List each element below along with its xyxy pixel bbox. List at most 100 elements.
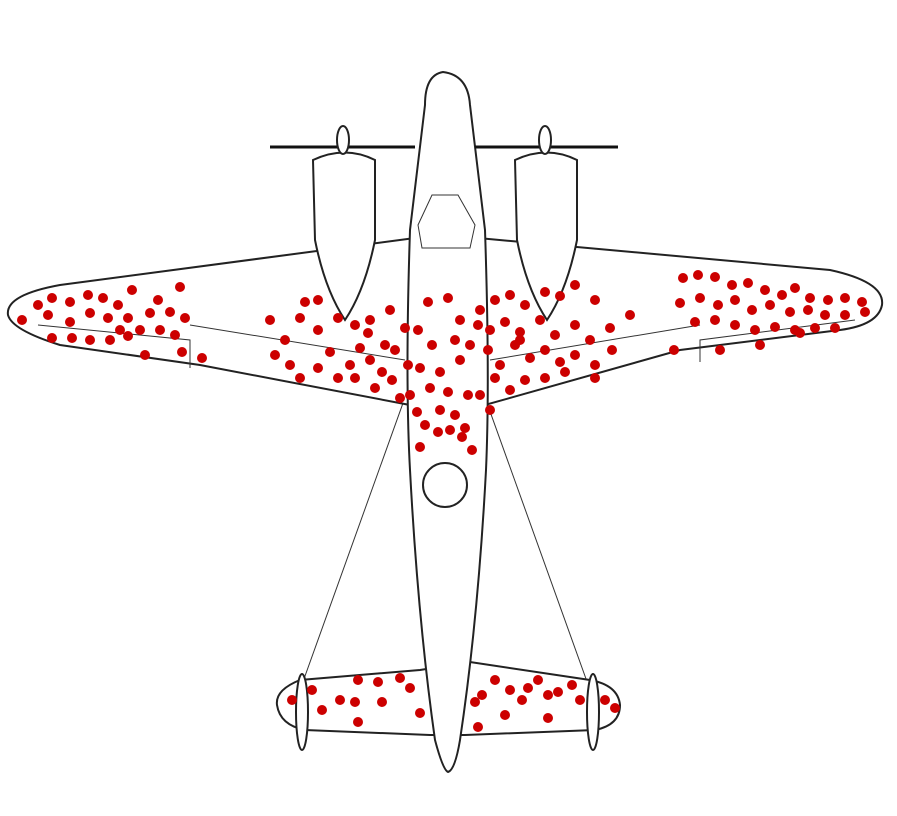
bullet-hit-marker bbox=[505, 685, 515, 695]
bullet-hit-marker bbox=[713, 300, 723, 310]
bullet-hit-marker bbox=[387, 375, 397, 385]
bullet-hit-marker bbox=[350, 373, 360, 383]
bullet-hit-marker bbox=[790, 283, 800, 293]
bullet-hit-marker bbox=[455, 355, 465, 365]
bullet-hit-marker bbox=[860, 307, 870, 317]
bullet-hit-marker bbox=[710, 272, 720, 282]
bullet-hit-marker bbox=[810, 323, 820, 333]
bullet-hit-marker bbox=[470, 697, 480, 707]
bullet-hit-marker bbox=[590, 295, 600, 305]
bullet-hit-marker bbox=[65, 297, 75, 307]
bullet-hit-marker bbox=[85, 308, 95, 318]
bullet-hit-marker bbox=[840, 293, 850, 303]
bullet-hit-marker bbox=[523, 683, 533, 693]
bullet-hit-marker bbox=[123, 313, 133, 323]
bullet-hit-marker bbox=[515, 335, 525, 345]
bullet-hit-marker bbox=[803, 305, 813, 315]
bullet-hit-marker bbox=[490, 675, 500, 685]
bullet-hit-marker bbox=[555, 291, 565, 301]
bullet-hit-marker bbox=[265, 315, 275, 325]
bullet-hit-marker bbox=[600, 695, 610, 705]
bullet-hit-marker bbox=[165, 307, 175, 317]
bullet-hit-marker bbox=[180, 313, 190, 323]
bullet-hit-marker bbox=[490, 295, 500, 305]
bullet-hit-marker bbox=[669, 345, 679, 355]
bullet-hit-marker bbox=[135, 325, 145, 335]
bullet-hit-marker bbox=[355, 343, 365, 353]
bullet-hit-marker bbox=[490, 373, 500, 383]
bullet-hit-marker bbox=[505, 385, 515, 395]
bullet-hit-marker bbox=[445, 425, 455, 435]
bullet-hit-marker bbox=[65, 317, 75, 327]
bullet-hit-marker bbox=[675, 298, 685, 308]
bullet-hit-marker bbox=[795, 328, 805, 338]
bullet-hit-marker bbox=[177, 347, 187, 357]
bullet-hit-marker bbox=[550, 330, 560, 340]
bullet-hit-marker bbox=[520, 375, 530, 385]
bullet-hit-marker bbox=[820, 310, 830, 320]
bullet-hit-marker bbox=[555, 357, 565, 367]
bullet-hit-marker bbox=[415, 363, 425, 373]
bullet-hit-marker bbox=[443, 293, 453, 303]
bullet-hit-marker bbox=[43, 310, 53, 320]
bullet-hit-marker bbox=[170, 330, 180, 340]
bullet-hit-marker bbox=[760, 285, 770, 295]
bullet-hit-marker bbox=[325, 347, 335, 357]
bullet-hit-marker bbox=[785, 307, 795, 317]
bullet-hit-marker bbox=[270, 350, 280, 360]
bullet-hit-marker bbox=[47, 333, 57, 343]
bullet-hit-marker bbox=[570, 280, 580, 290]
bullet-hit-marker bbox=[520, 300, 530, 310]
bullet-hit-marker bbox=[473, 320, 483, 330]
bullet-hit-marker bbox=[575, 695, 585, 705]
bullet-hit-marker bbox=[425, 383, 435, 393]
bullet-hit-marker bbox=[287, 695, 297, 705]
bullet-hit-marker bbox=[690, 317, 700, 327]
bullet-hit-marker bbox=[405, 390, 415, 400]
bullet-hit-marker bbox=[377, 367, 387, 377]
bullet-hit-marker bbox=[450, 335, 460, 345]
bullet-hit-marker bbox=[443, 387, 453, 397]
right-engine bbox=[475, 125, 618, 322]
bullet-hit-marker bbox=[485, 405, 495, 415]
gun-turret bbox=[422, 462, 468, 508]
bullet-hit-marker bbox=[350, 320, 360, 330]
bullet-hit-marker bbox=[353, 717, 363, 727]
bullet-hit-marker bbox=[743, 278, 753, 288]
bullet-hits bbox=[17, 270, 870, 732]
bullet-hit-marker bbox=[543, 690, 553, 700]
bullet-hit-marker bbox=[285, 360, 295, 370]
bullet-hit-marker bbox=[363, 328, 373, 338]
bullet-hit-marker bbox=[98, 293, 108, 303]
bullet-hit-marker bbox=[485, 325, 495, 335]
bullet-hit-marker bbox=[17, 315, 27, 325]
bullet-hit-marker bbox=[365, 355, 375, 365]
bullet-hit-marker bbox=[373, 677, 383, 687]
bullet-hit-marker bbox=[517, 695, 527, 705]
bullet-hit-marker bbox=[483, 345, 493, 355]
bullet-hit-marker bbox=[350, 697, 360, 707]
bullet-hit-marker bbox=[765, 300, 775, 310]
bullet-hit-marker bbox=[353, 675, 363, 685]
bullet-hit-marker bbox=[47, 293, 57, 303]
bullet-hit-marker bbox=[307, 685, 317, 695]
bullet-hit-marker bbox=[380, 340, 390, 350]
bullet-hit-marker bbox=[515, 327, 525, 337]
bullet-hit-marker bbox=[625, 310, 635, 320]
bullet-hit-marker bbox=[385, 305, 395, 315]
flaps bbox=[37, 319, 856, 368]
bullet-hit-marker bbox=[317, 705, 327, 715]
bullet-hit-marker bbox=[155, 325, 165, 335]
bullet-hit-marker bbox=[505, 290, 515, 300]
bullet-hit-marker bbox=[377, 697, 387, 707]
bullet-hit-marker bbox=[473, 722, 483, 732]
bullet-hit-marker bbox=[460, 423, 470, 433]
bullet-hit-marker bbox=[115, 325, 125, 335]
bullet-hit-marker bbox=[805, 293, 815, 303]
bullet-hit-marker bbox=[313, 325, 323, 335]
bullet-hit-marker bbox=[113, 300, 123, 310]
bullet-hit-marker bbox=[570, 350, 580, 360]
bullet-hit-marker bbox=[450, 410, 460, 420]
bullet-hit-marker bbox=[463, 390, 473, 400]
